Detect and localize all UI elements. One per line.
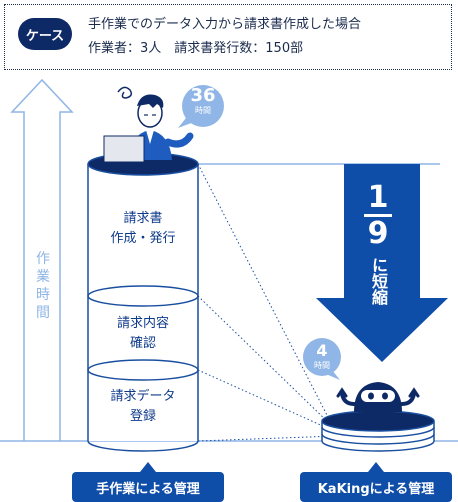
footer-pointer	[140, 462, 156, 472]
time-bubble-kaking	[303, 338, 341, 380]
work-time-arrow	[10, 78, 74, 441]
kaking-cylinder	[321, 410, 435, 452]
manual-cylinder	[87, 152, 199, 452]
reduction-suffix: に短縮	[369, 257, 388, 305]
reduction-numerator: 1	[367, 180, 389, 215]
manual-hours-badge: 36 時間	[190, 85, 216, 116]
kaking-management-label: KaKingによる管理	[300, 472, 452, 502]
reduction-label: 1 9 に短縮	[360, 182, 396, 305]
dotted-line	[197, 163, 331, 422]
dotted-line	[197, 435, 337, 442]
reduction-denominator: 9	[364, 214, 392, 251]
dotted-line	[197, 369, 335, 432]
case-description: 手作業でのデータ入力から請求書作成した場合	[88, 17, 362, 32]
robot-illustration	[336, 382, 420, 412]
segment-label-data-entry: 請求データ 登録	[110, 389, 176, 424]
worker-illustration	[103, 86, 194, 163]
reduction-arrow	[316, 164, 448, 362]
time-bubble-manual	[178, 85, 224, 128]
case-details: 作業者：3人 請求書発行数：150部	[88, 41, 304, 56]
manual-management-label: 手作業による管理	[72, 472, 224, 502]
work-time-axis-label: 作業時間	[36, 251, 50, 321]
dotted-line	[197, 295, 333, 427]
case-box	[4, 4, 452, 70]
segment-label-invoice-check: 請求内容 確認	[116, 316, 169, 351]
segment-label-invoice-creation: 請求書 作成・発行	[110, 211, 176, 246]
kaking-hours-badge: 4 時間	[314, 341, 330, 370]
footer-pointer	[368, 462, 384, 472]
case-badge: ケース	[18, 18, 72, 50]
